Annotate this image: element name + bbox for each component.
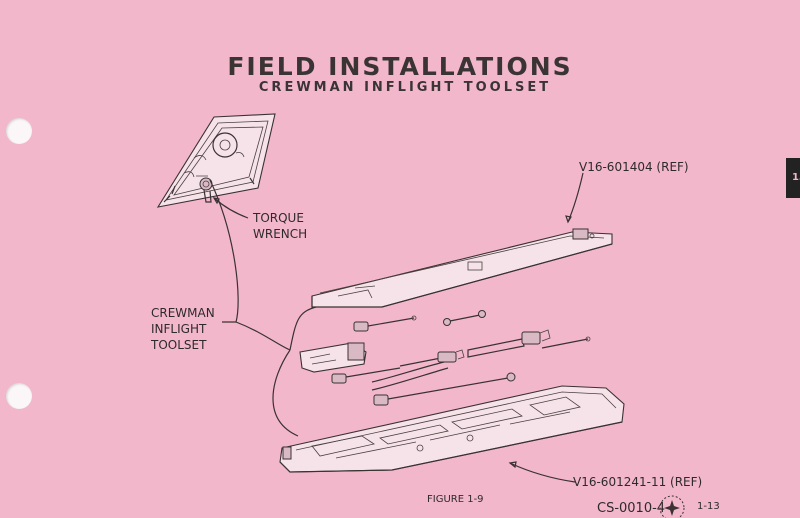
section-tab-label: 13 xyxy=(792,172,800,183)
torque-wrench-label-line1: TORQUE xyxy=(253,211,304,225)
toolset-label-line3: TOOLSET xyxy=(151,338,207,352)
torque-wrench-callout: TORQUE WRENCH xyxy=(253,210,307,242)
toolset-lid xyxy=(311,228,613,308)
tool-socket-bar xyxy=(373,372,516,406)
tool-long-driver xyxy=(331,349,465,384)
tool-slim-rod xyxy=(541,336,591,349)
tool-hook-bracket xyxy=(299,342,367,373)
tool-curved-link xyxy=(371,361,449,391)
page-number: 1-13 xyxy=(697,501,720,512)
lid-reference-label: V16-601404 (REF) xyxy=(579,160,689,174)
torque-wrench-label-line2: WRENCH xyxy=(253,227,308,241)
tool-ratchet-drive xyxy=(353,315,417,332)
tool-socket-extension xyxy=(443,310,486,326)
torque-wrench-panel xyxy=(156,113,276,208)
tool-wrench-handle xyxy=(467,329,551,358)
figure-caption: FIGURE 1-9 xyxy=(427,494,484,505)
document-number: CS-0010-4 xyxy=(597,501,666,516)
toolset-callout: CREWMAN INFLIGHT TOOLSET xyxy=(151,305,215,353)
toolset-tray xyxy=(279,385,625,473)
page-subtitle: CREWMAN INFLIGHT TOOLSET xyxy=(258,80,552,95)
tray-reference-label: V16-601241-11 (REF) xyxy=(573,475,703,489)
binder-hole-bottom xyxy=(6,383,32,409)
document-seal xyxy=(659,495,685,518)
page-title: FIELD INSTALLATIONS xyxy=(227,52,573,81)
leader-torque xyxy=(213,197,249,219)
toolset-label-line1: CREWMAN xyxy=(151,306,215,320)
toolset-label-line2: INFLIGHT xyxy=(151,322,207,336)
leader-toolset-up xyxy=(209,179,239,323)
section-tab: 13 xyxy=(786,158,800,198)
binder-hole-top xyxy=(6,118,32,144)
